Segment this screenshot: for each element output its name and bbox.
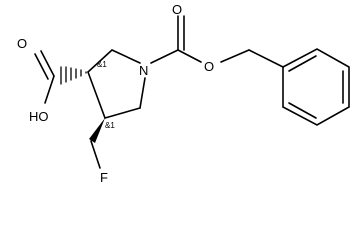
carbamate-ester-oxygen-label: O [204,59,214,74]
fluoromethyl-group: F &1 [89,118,115,185]
phenyl-inner-double-bond-1 [288,55,317,72]
carboxylic-acid-group: O HO &1 [17,36,107,124]
ring-nitrogen-label: N [139,63,148,78]
phenyl-ring [282,48,350,126]
bond-c5-n1 [139,77,146,109]
hydroxyl-label: HO [29,109,49,124]
phenyl-inner-double-bond-3 [288,102,317,119]
bond-ch2-phenyl [248,49,284,68]
fluorine-label: F [100,170,108,185]
bond-c2-c3 [87,49,113,73]
solid-wedge-bond-c4-ch2 [89,118,105,143]
carbamate-carbonyl-oxygen-label: O [172,2,182,17]
bond-ester-o-ch2 [220,49,250,63]
stereo-label-c4: &1 [105,121,115,130]
bond-n-carbonyl-c [150,49,179,64]
bond-carbonyl-c-ester-o [177,49,202,63]
bond-cooh-c-o-double-1 [40,50,55,77]
chemical-structure: O HO &1 F &1 N O O [17,2,350,185]
bond-n1-c2 [111,49,141,64]
hashed-wedge-bond-c3-cooh [60,66,87,85]
phenyl-ring-outline [282,48,350,126]
bond-cooh-c-o-double-2 [34,53,49,80]
stereo-label-c3: &1 [97,60,107,69]
pyrrolidine-ring [87,49,146,119]
cbz-group: O O [150,2,284,74]
carboxyl-oxygen-label: O [17,36,27,51]
bond-ch2-f [90,140,101,169]
bond-c3-c4 [87,71,106,119]
bond-cooh-c-oh [44,75,55,104]
bond-c4-c5 [104,107,141,119]
